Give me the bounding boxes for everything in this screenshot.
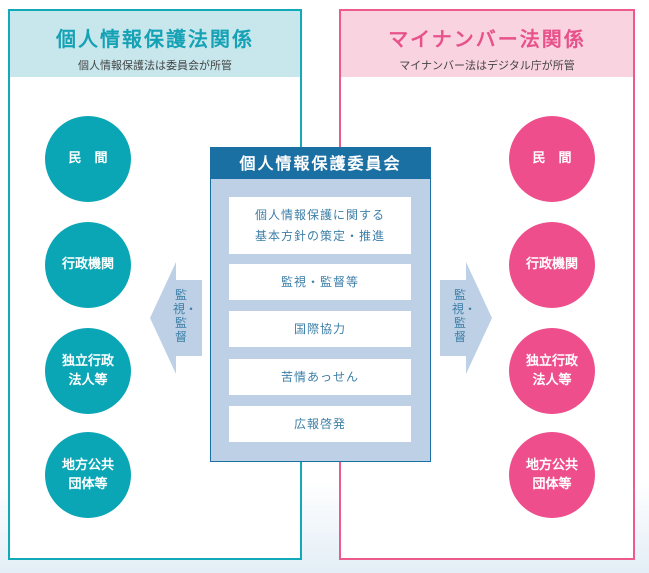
entity-administrative: 行政機関 bbox=[509, 222, 595, 308]
panel-title: 個人情報保護法関係 bbox=[56, 27, 254, 51]
arrow-right-icon bbox=[440, 262, 492, 374]
panel-subtitle: 個人情報保護法は委員会が所管 bbox=[78, 59, 232, 72]
function-complaints: 苦情あっせん bbox=[229, 359, 411, 395]
entity-local: 地方公共 団体等 bbox=[509, 432, 595, 518]
panel-header: マイナンバー法関係 マイナンバー法はデジタル庁が所管 bbox=[341, 11, 633, 77]
entity-private: 民 間 bbox=[509, 116, 595, 202]
arrow-right-label: 監視・監督 bbox=[452, 288, 477, 344]
entity-administrative: 行政機関 bbox=[45, 222, 131, 308]
committee-title: 個人情報保護委員会 bbox=[211, 148, 430, 179]
entity-local: 地方公共 団体等 bbox=[45, 432, 131, 518]
panel-subtitle: マイナンバー法はデジタル庁が所管 bbox=[399, 59, 575, 72]
function-international: 国際協力 bbox=[229, 311, 411, 347]
function-supervision: 監視・監督等 bbox=[229, 264, 411, 300]
entity-independent: 独立行政 法人等 bbox=[509, 328, 595, 414]
committee-box: 個人情報保護委員会 個人情報保護に関する 基本方針の策定・推進 監視・監督等 国… bbox=[210, 147, 431, 462]
panel-title: マイナンバー法関係 bbox=[388, 27, 586, 51]
function-publicity: 広報啓発 bbox=[229, 406, 411, 442]
entity-private: 民 間 bbox=[45, 116, 131, 202]
panel-header: 個人情報保護法関係 個人情報保護法は委員会が所管 bbox=[10, 11, 300, 77]
function-basic-policy: 個人情報保護に関する 基本方針の策定・推進 bbox=[229, 197, 411, 254]
arrow-left-icon bbox=[150, 262, 202, 374]
entity-independent: 独立行政 法人等 bbox=[45, 328, 131, 414]
arrow-left-label: 監視・監督 bbox=[173, 288, 198, 344]
